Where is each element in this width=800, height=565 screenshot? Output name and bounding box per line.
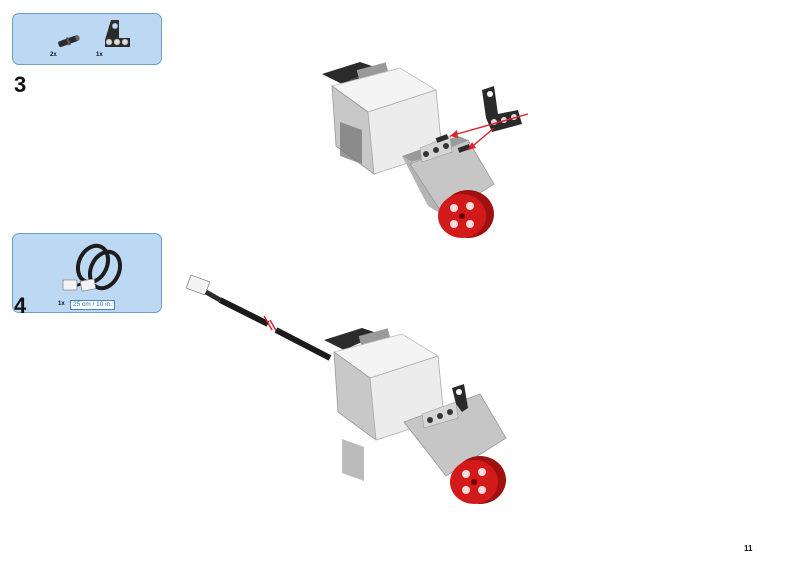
- motor-assembly-step-4: [186, 274, 507, 504]
- angle-beam-icon: [105, 20, 130, 47]
- parts-callout-step-3: 2x 1x: [12, 13, 162, 65]
- part-qty-beam: 1x: [96, 52, 103, 58]
- step-number-4: 4: [14, 293, 27, 318]
- motor-assembly-step-3: [322, 62, 529, 238]
- step-number-3: 3: [14, 72, 27, 97]
- axle-pin-icon: [58, 35, 80, 48]
- page-number: 11: [744, 544, 753, 553]
- cable-length-label: 25 cm / 10 in.: [70, 300, 116, 310]
- part-qty-cable: 1x: [58, 301, 65, 307]
- cable-icon: [62, 243, 123, 292]
- part-qty-pin: 2x: [50, 52, 57, 58]
- parts-callout-step-4: 1x 25 cm / 10 in.: [12, 233, 162, 313]
